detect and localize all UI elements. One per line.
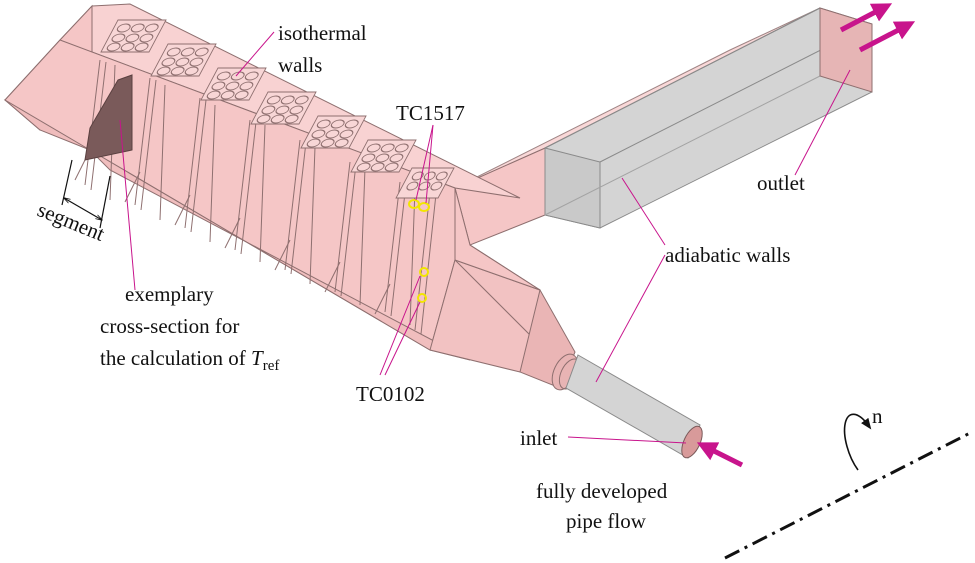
- tref-subscript: ref: [263, 358, 280, 374]
- tc0102-spot: [419, 267, 429, 277]
- labels: isothermal walls TC1517 outlet adiabatic…: [34, 21, 883, 533]
- tc1517-spot: [418, 202, 430, 212]
- tc0102-label: TC0102: [356, 382, 425, 406]
- leader-lines: [119, 31, 851, 444]
- arrow-icon: [858, 21, 916, 53]
- pipe-flow-label-line1: fully developed: [536, 479, 668, 503]
- flow-arrows: [696, 3, 916, 468]
- inlet-pipe: [565, 354, 703, 459]
- exemplary-label-line3: the calculation of Tref: [100, 346, 279, 374]
- sensor-spots: [408, 199, 430, 303]
- rotation-axis: [724, 413, 973, 560]
- isothermal-plates: [100, 19, 455, 199]
- segment-dimension: [61, 159, 111, 229]
- dash-dot-axis-icon: [724, 430, 973, 560]
- outlet-duct: [454, 7, 873, 246]
- tc1517-label: TC1517: [396, 101, 465, 125]
- isothermal-label-line2: walls: [278, 53, 322, 77]
- exemplary-label-line3-text: the calculation of: [100, 346, 251, 370]
- rotation-arrow-icon: [843, 413, 872, 471]
- tc1517-spot: [408, 199, 420, 209]
- rotation-n-label: n: [872, 404, 883, 428]
- segment-label: segment: [34, 197, 108, 246]
- outlet-label: outlet: [757, 171, 805, 195]
- adiabatic-walls-label: adiabatic walls: [665, 243, 790, 267]
- arrow-icon: [839, 3, 893, 33]
- exemplary-label-line1: exemplary: [125, 282, 214, 306]
- tc0102-spot: [417, 293, 427, 303]
- cross-section: [84, 74, 133, 161]
- pipe-flow-label-line2: pipe flow: [566, 509, 647, 533]
- exemplary-label-line2: cross-section for: [100, 314, 239, 338]
- arrow-icon: [696, 442, 744, 468]
- inlet-label: inlet: [520, 426, 557, 450]
- isothermal-label-line1: isothermal: [278, 21, 367, 45]
- tref-symbol: T: [251, 346, 264, 370]
